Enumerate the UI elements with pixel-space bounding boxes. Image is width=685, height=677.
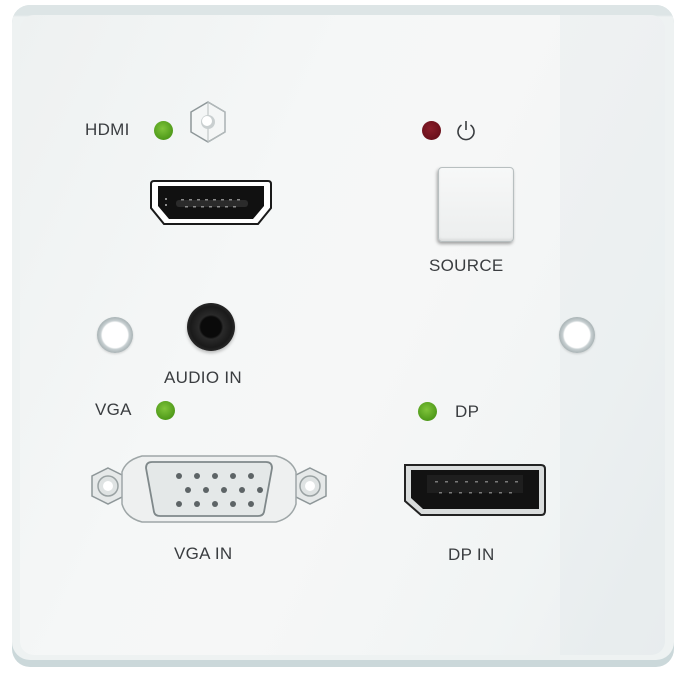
vga-in-label: VGA IN [174, 544, 233, 563]
dp-status-led [418, 402, 437, 421]
hdmi-status-led [154, 121, 173, 140]
right-mounting-hole [559, 317, 595, 353]
audio-in-label: AUDIO IN [164, 368, 242, 387]
power-icon [457, 121, 475, 141]
hex-standoff-icon [190, 101, 226, 143]
hdmi-port[interactable] [148, 178, 274, 228]
hdmi-label: HDMI [85, 120, 130, 139]
displayport-port[interactable] [401, 461, 549, 519]
dp-label: DP [455, 402, 480, 421]
left-mounting-hole [97, 317, 133, 353]
vga-label: VGA [95, 400, 132, 419]
power-status-led [422, 121, 441, 140]
vga-status-led [156, 401, 175, 420]
source-label: SOURCE [429, 256, 504, 275]
dp-in-label: DP IN [448, 545, 495, 564]
vga-port[interactable] [86, 446, 332, 530]
audio-in-jack[interactable] [187, 303, 235, 351]
source-button[interactable] [438, 167, 514, 242]
